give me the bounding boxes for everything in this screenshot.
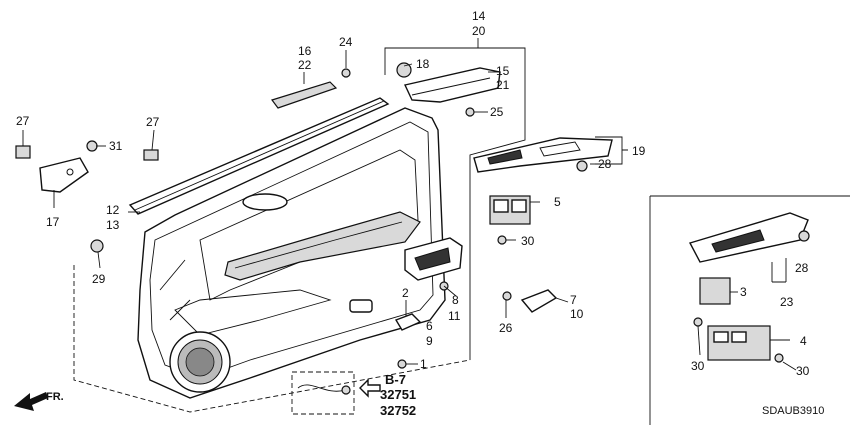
part-reference-a: 32751 bbox=[380, 387, 416, 402]
callout-14: 14 bbox=[472, 9, 486, 23]
callout-16: 16 bbox=[298, 44, 312, 58]
callout-20: 20 bbox=[472, 24, 486, 38]
callout-19: 19 bbox=[632, 144, 646, 158]
callout-8: 8 bbox=[452, 293, 459, 307]
callout-13: 13 bbox=[106, 218, 120, 232]
callout-27-right: 27 bbox=[146, 115, 160, 129]
callout-25: 25 bbox=[490, 105, 504, 119]
callout-9: 9 bbox=[426, 334, 433, 348]
section-reference: B-7 bbox=[385, 372, 406, 387]
callout-21: 21 bbox=[496, 78, 510, 92]
door-trim-dashed-frame bbox=[73, 265, 471, 413]
callout-7: 7 bbox=[570, 293, 577, 307]
callout-3: 3 bbox=[740, 285, 747, 299]
callout-4: 4 bbox=[800, 334, 807, 348]
leader-lines bbox=[22, 38, 797, 371]
upper-molding-strip bbox=[128, 97, 390, 215]
front-direction-arrow bbox=[14, 392, 48, 411]
pocket-cap bbox=[394, 313, 422, 331]
callout-26: 26 bbox=[499, 321, 513, 335]
callout-30-inset-right: 30 bbox=[796, 364, 810, 378]
front-label: FR. bbox=[46, 391, 64, 403]
callout-23: 23 bbox=[780, 295, 794, 309]
door-trim-panel bbox=[137, 107, 446, 399]
callout-6: 6 bbox=[426, 319, 433, 333]
callout-2: 2 bbox=[402, 286, 409, 300]
callout-24: 24 bbox=[339, 35, 353, 49]
callout-10: 10 bbox=[570, 307, 584, 321]
upper-garnish bbox=[271, 81, 338, 109]
callout-17: 17 bbox=[46, 215, 60, 229]
wire-harness-sketch bbox=[291, 371, 355, 415]
callout-27-left: 27 bbox=[16, 114, 30, 128]
armrest-group-frame bbox=[384, 47, 526, 360]
mounting-bracket bbox=[39, 157, 89, 193]
diagram-code: SDAUB3910 bbox=[762, 405, 824, 417]
inset-frame bbox=[649, 195, 850, 425]
part-reference-b: 32752 bbox=[380, 403, 416, 418]
callout-29: 29 bbox=[92, 272, 106, 286]
inset-switch-panel bbox=[688, 212, 809, 361]
callout-31: 31 bbox=[109, 139, 123, 153]
callout-22: 22 bbox=[298, 58, 312, 72]
callout-numbers: 14 20 16 22 24 18 15 21 25 19 28 5 30 27… bbox=[16, 9, 810, 378]
reference-arrow bbox=[359, 378, 381, 398]
side-cap bbox=[520, 289, 558, 313]
callout-5: 5 bbox=[554, 195, 561, 209]
switch-panel bbox=[473, 137, 613, 173]
callout-28-main: 28 bbox=[598, 157, 612, 171]
callout-15: 15 bbox=[496, 64, 510, 78]
callout-1: 1 bbox=[420, 357, 427, 371]
callout-30-main: 30 bbox=[521, 234, 535, 248]
callout-18: 18 bbox=[416, 57, 430, 71]
armrest-pad bbox=[403, 67, 501, 103]
callout-30-inset-left: 30 bbox=[691, 359, 705, 373]
callout-28-inset: 28 bbox=[795, 261, 809, 275]
speaker-grille bbox=[169, 331, 231, 393]
callout-11: 11 bbox=[448, 309, 461, 323]
power-window-switch bbox=[489, 195, 531, 225]
callout-12: 12 bbox=[106, 203, 120, 217]
